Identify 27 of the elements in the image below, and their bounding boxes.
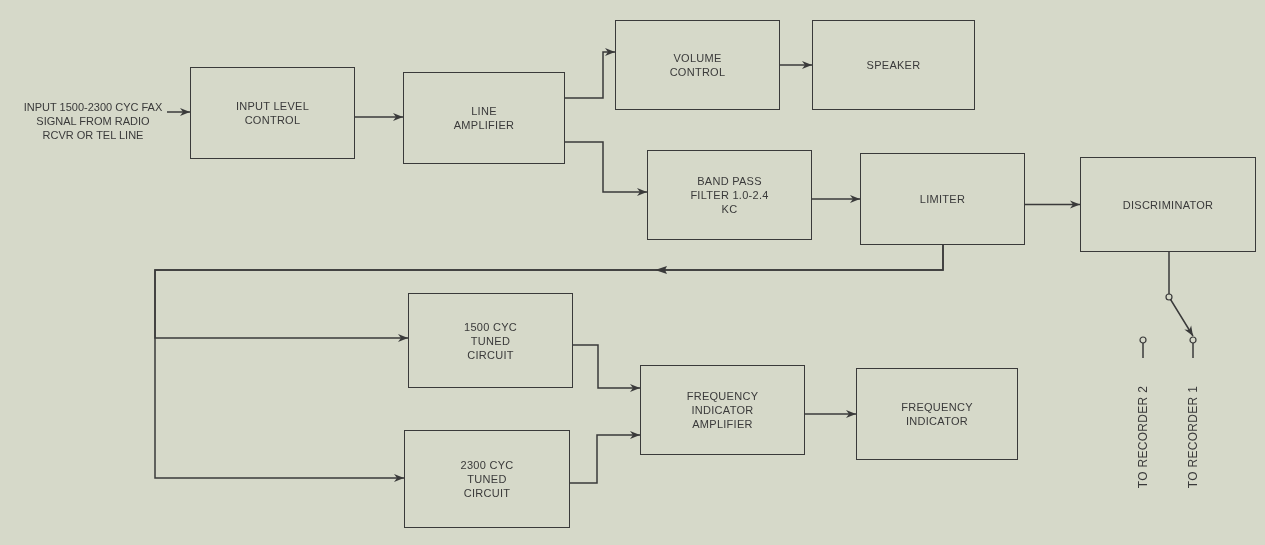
block-box	[647, 150, 812, 240]
block-box	[190, 67, 355, 159]
block-label: 1500 CYC TUNED CIRCUIT	[463, 319, 518, 362]
block-label: INPUT 1500-2300 CYC FAX SIGNAL FROM RADIO RCVR OR TEL LINE	[22, 100, 164, 142]
block-box	[640, 365, 805, 455]
block-box	[1080, 157, 1256, 252]
block-box	[860, 153, 1025, 245]
block-label: BAND PASS FILTER 1.0-2.4 KC	[689, 174, 770, 216]
rotated-label: TO RECORDER 2	[1135, 385, 1151, 489]
block-box	[856, 368, 1018, 460]
block-label: VOLUME CONTROL	[668, 51, 727, 79]
block-box	[812, 20, 975, 110]
block-label: LINE AMPLIFIER	[452, 104, 516, 132]
block-box	[404, 430, 570, 528]
block-label: 2300 CYC TUNED CIRCUIT	[459, 458, 515, 500]
block-label: SPEAKER	[866, 58, 921, 72]
switch-contact	[1188, 336, 1198, 358]
block-label: FREQUENCY INDICATOR	[900, 400, 974, 428]
block-box	[408, 293, 573, 388]
block-label: INPUT LEVEL CONTROL	[234, 99, 311, 127]
block-box	[615, 20, 780, 110]
block-label: DISCRIMINATOR	[1122, 197, 1214, 212]
block-label: LIMITER	[919, 192, 966, 206]
switch-contact	[1138, 336, 1148, 358]
block-box	[403, 72, 565, 164]
block-label: FREQUENCY INDICATOR AMPLIFIER	[685, 389, 760, 431]
rotated-label: TO RECORDER 1	[1185, 385, 1201, 489]
